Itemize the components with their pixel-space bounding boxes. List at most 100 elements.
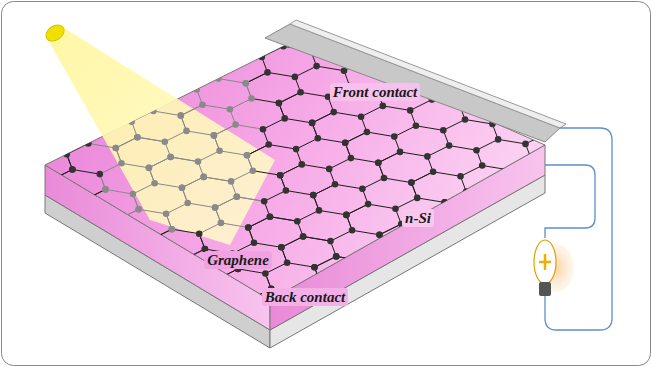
lattice-bond	[155, 183, 182, 188]
carbon-atom	[495, 136, 502, 143]
lattice-bond	[117, 209, 139, 220]
lattice-bond	[281, 237, 303, 248]
carbon-atom	[431, 241, 438, 248]
lattice-bond	[511, 231, 533, 242]
carbon-atom	[214, 349, 221, 356]
carbon-atom	[131, 263, 138, 270]
lattice-bond	[448, 74, 475, 79]
lattice-bond	[607, 85, 613, 100]
lattice-bond	[132, 111, 154, 122]
lattice-bond	[270, 217, 297, 222]
lattice-bond	[117, 209, 139, 220]
carbon-atom	[313, 63, 320, 70]
carbon-atom	[78, 53, 85, 60]
lattice-bond	[211, 0, 217, 7]
lattice-bond	[229, 37, 235, 52]
lattice-bond	[38, 78, 65, 83]
lattice-bond	[642, 239, 652, 250]
lattice-bond	[81, 56, 87, 71]
carbon-atom	[364, 129, 371, 136]
carbon-atom	[342, 140, 349, 147]
carbon-atom	[407, 107, 414, 114]
carbon-atom	[333, 253, 340, 260]
carbon-atom	[276, 100, 283, 107]
lattice-bond	[171, 157, 198, 162]
carbon-atom	[366, 273, 373, 280]
lattice-bond	[494, 185, 516, 196]
carbon-atom	[367, 345, 374, 352]
lattice-bond	[491, 52, 497, 67]
lattice-bond	[482, 166, 509, 171]
carbon-atom	[35, 74, 42, 81]
lattice-bond	[648, 265, 652, 270]
carbon-atom	[278, 244, 285, 251]
carbon-atom	[111, 73, 118, 80]
carbon-atom	[593, 124, 600, 131]
carbon-atom	[251, 240, 258, 247]
graphene-label: Graphene	[204, 251, 272, 269]
carbon-atom	[230, 322, 237, 329]
lattice-bond	[263, 118, 285, 129]
lattice-bond	[0, 104, 22, 115]
lattice-bond	[0, 130, 6, 141]
carbon-atom	[444, 343, 451, 350]
wire	[545, 165, 595, 238]
carbon-atom	[180, 257, 187, 264]
lattice-bond	[593, 256, 599, 271]
carbon-atom	[408, 179, 415, 186]
lattice-bond	[117, 220, 123, 235]
lattice-bond	[411, 172, 433, 183]
carbon-atom	[635, 30, 642, 37]
lattice-bond	[640, 105, 646, 120]
lattice-bond	[545, 334, 551, 349]
lattice-bond	[313, 184, 335, 195]
lattice-bond	[294, 0, 316, 5]
lattice-bond	[345, 132, 367, 143]
carbon-atom	[82, 269, 89, 276]
carbon-atom	[183, 128, 190, 135]
carbon-atom	[509, 311, 516, 318]
carbon-atom	[203, 318, 210, 325]
lattice-bond	[316, 329, 338, 340]
lattice-bond	[441, 0, 447, 1]
lattice-bond	[411, 172, 433, 183]
carbon-atom	[246, 296, 253, 303]
carbon-atom	[104, 258, 111, 265]
carbon-atom	[575, 5, 582, 12]
lattice-bond	[0, 130, 6, 141]
lattice-bond	[483, 238, 510, 243]
lattice-bond	[463, 321, 469, 336]
lattice-bond	[524, 72, 530, 87]
lattice-bond	[479, 294, 485, 309]
carbon-atom	[492, 265, 499, 272]
lattice-bond	[152, 39, 179, 44]
lattice-bond	[148, 85, 170, 96]
carbon-atom	[520, 0, 527, 3]
lattice-bond	[463, 310, 485, 321]
carbon-atom	[144, 92, 151, 99]
lattice-bond	[213, 53, 235, 64]
lattice-bond	[34, 134, 40, 149]
carbon-atom	[626, 143, 633, 150]
carbon-atom	[643, 189, 650, 196]
carbon-atom	[580, 294, 587, 301]
lattice-bond	[349, 348, 371, 359]
lattice-bond	[491, 41, 513, 52]
carbon-atom	[113, 145, 120, 152]
lattice-bond	[199, 223, 221, 234]
lattice-bond	[203, 105, 230, 110]
carbon-atom	[301, 305, 308, 312]
carbon-atom	[571, 134, 578, 141]
carbon-atom	[343, 212, 350, 219]
lattice-bond	[262, 46, 284, 57]
lattice-bond	[72, 170, 99, 175]
carbon-atom	[422, 9, 429, 16]
carbon-atom	[148, 309, 155, 316]
lattice-bond	[479, 284, 501, 295]
carbon-atom	[297, 362, 304, 367]
carbon-atom	[170, 298, 177, 305]
carbon-atom	[446, 142, 453, 149]
carbon-atom	[465, 333, 472, 340]
carbon-atom	[309, 120, 316, 127]
carbon-atom	[213, 276, 220, 283]
